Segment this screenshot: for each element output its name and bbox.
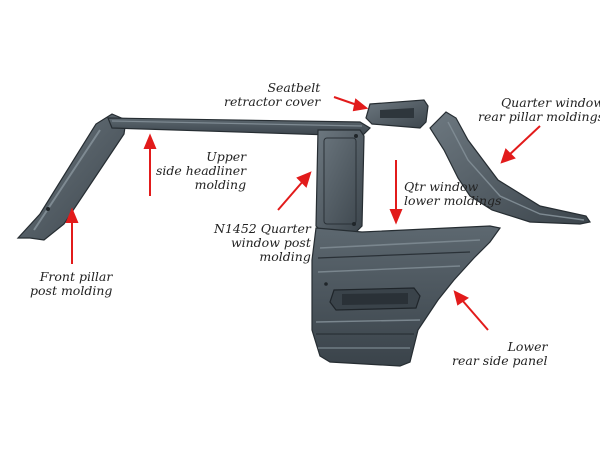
panel-ridge-3 — [317, 265, 461, 273]
label-line: side headliner — [156, 163, 247, 178]
label-line: N1452 Quarter — [214, 221, 311, 236]
label-line: molding — [259, 249, 311, 264]
panel-ridge-1 — [319, 239, 481, 249]
seatbelt-slot — [380, 108, 414, 118]
arrow-lower-panel — [461, 299, 489, 331]
label-line: post molding — [30, 283, 113, 298]
quarter-window-post-molding — [315, 129, 365, 233]
label-line: Upper — [206, 149, 247, 164]
label-line: rear pillar moldings — [478, 109, 600, 124]
arrow-seatbelt-head — [352, 98, 369, 112]
arrow-lower-panel-head — [453, 290, 469, 306]
label-line: Qtr window — [404, 179, 479, 194]
label-line: molding — [194, 177, 247, 192]
post-screw-bottom — [352, 222, 356, 226]
label-lower-rear-side-panel: Lower rear side panel — [452, 340, 547, 368]
arrows — [65, 96, 541, 331]
arrow-rear-pillar-head — [500, 148, 516, 164]
front-pillar-highlight — [33, 129, 101, 231]
front-pillar-screw — [46, 207, 50, 211]
label-line: Quarter window — [500, 95, 600, 110]
label-quarter-window-post-molding: N1452 Quarter window post molding — [214, 222, 311, 264]
label-front-pillar-post-molding: Front pillar post molding — [30, 270, 112, 298]
label-line: lower moldings — [404, 193, 502, 208]
label-line: rear side panel — [452, 353, 548, 368]
label-upper-side-headliner-molding: Upper side headliner molding — [156, 150, 246, 192]
label-qtr-window-lower-moldings: Qtr window lower moldings — [404, 180, 501, 208]
post-screw-top — [354, 134, 358, 138]
panel-screw — [324, 282, 328, 286]
label-line: window post — [230, 235, 311, 250]
panel-ridge-4 — [315, 319, 421, 323]
armrest-pocket-inner — [342, 293, 408, 305]
label-line: Lower — [507, 339, 548, 354]
panel-ridge-2 — [317, 251, 471, 259]
arrow-post-head — [296, 171, 312, 188]
arrow-qtr-lower-head — [389, 209, 403, 225]
label-line: Seatbelt — [267, 80, 321, 95]
post-inset — [323, 137, 357, 225]
arrow-rear-pillar — [507, 125, 541, 157]
label-quarter-window-rear-pillar-moldings: Quarter window rear pillar moldings — [478, 96, 600, 124]
arrow-post — [277, 179, 305, 211]
label-line: Front pillar — [39, 269, 113, 284]
arrow-headliner-head — [143, 133, 157, 149]
label-line: retractor cover — [224, 94, 321, 109]
arrow-front-pillar-head — [65, 207, 79, 223]
headliner-highlight — [111, 120, 363, 127]
rear-pillar-highlight — [447, 121, 585, 221]
quarter-window-rear-pillar-molding — [429, 111, 591, 225]
label-seatbelt-retractor-cover: Seatbelt retractor cover — [224, 81, 320, 109]
